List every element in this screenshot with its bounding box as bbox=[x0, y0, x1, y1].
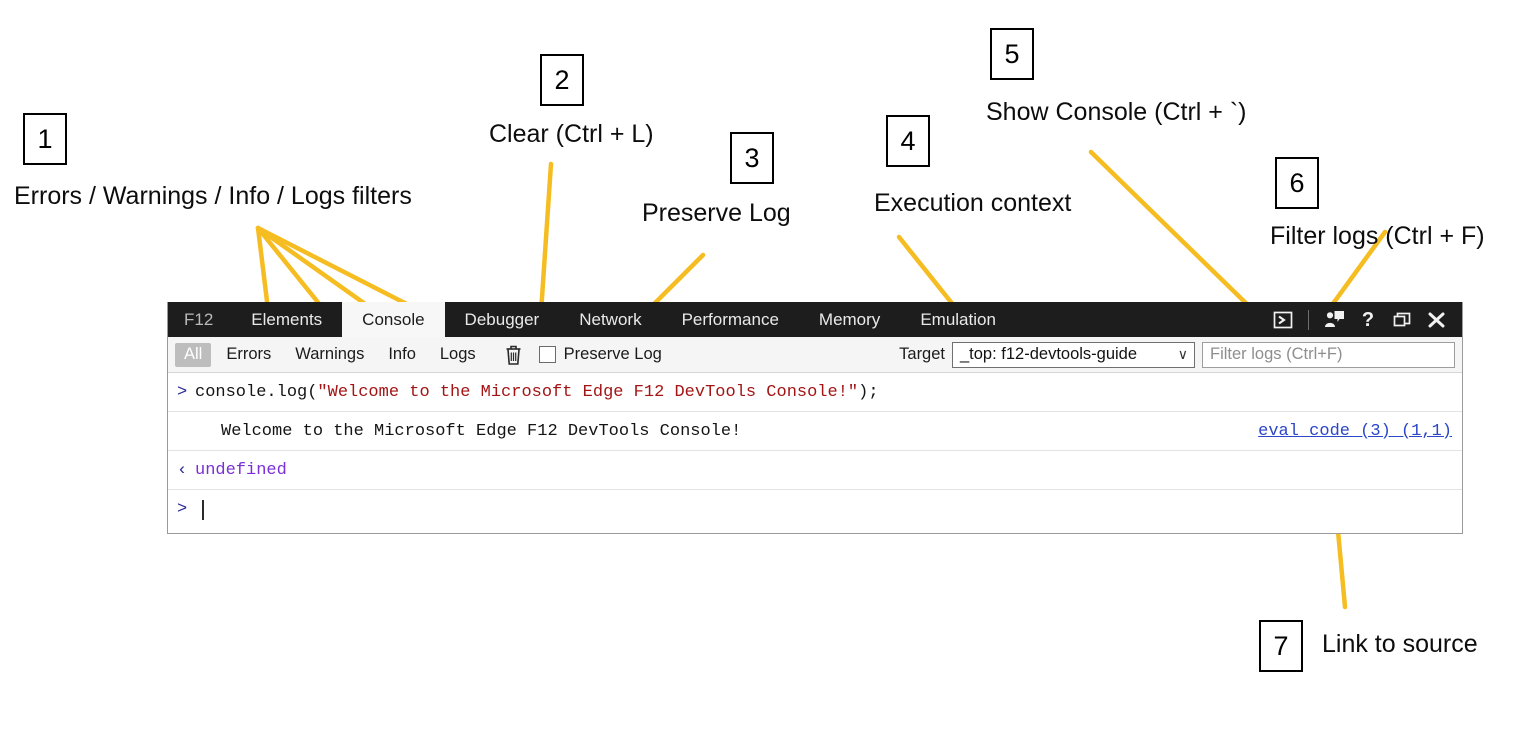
console-code-string: "Welcome to the Microsoft Edge F12 DevTo… bbox=[317, 382, 859, 402]
tab-elements-label: Elements bbox=[251, 309, 323, 329]
console-code-call: console.log( bbox=[195, 382, 318, 402]
filter-button-errors[interactable]: Errors bbox=[217, 343, 280, 367]
filter-button-info[interactable]: Info bbox=[379, 343, 425, 367]
window-tool-icons: ? bbox=[1267, 302, 1462, 337]
devtools-window: F12 Elements Console Debugger Network Pe… bbox=[167, 302, 1463, 534]
annotation-number-6: 6 bbox=[1275, 157, 1319, 209]
target-label: Target bbox=[899, 345, 945, 363]
annotation-number-5: 5 bbox=[990, 28, 1034, 80]
filter-logs-placeholder: Filter logs (Ctrl+F) bbox=[1210, 345, 1343, 363]
chevron-down-icon: ∨ bbox=[1177, 346, 1188, 362]
annotation-text-5: Show Console (Ctrl + `) bbox=[986, 98, 1247, 126]
preserve-log-checkbox[interactable] bbox=[538, 346, 556, 363]
execution-context-select[interactable]: _top: f12-devtools-guide ∨ bbox=[952, 341, 1195, 368]
filter-info-label: Info bbox=[388, 344, 416, 363]
filter-button-logs[interactable]: Logs bbox=[431, 343, 485, 367]
tab-memory-label: Memory bbox=[818, 309, 881, 329]
annotation-text-7: Link to source bbox=[1322, 630, 1478, 658]
tab-console-label: Console bbox=[362, 309, 425, 329]
annotation-number-3: 3 bbox=[730, 132, 774, 184]
filter-all-label: All bbox=[184, 344, 203, 363]
annotation-text-6: Filter logs (Ctrl + F) bbox=[1270, 222, 1485, 250]
tab-emulation[interactable]: Emulation bbox=[900, 302, 1016, 337]
filter-button-all[interactable]: All bbox=[175, 342, 212, 367]
tab-network-label: Network bbox=[579, 309, 642, 329]
console-prompt-row[interactable]: > bbox=[168, 490, 1462, 529]
callout-line-5 bbox=[1088, 149, 1258, 315]
tab-debugger-label: Debugger bbox=[464, 309, 540, 329]
console-row-message[interactable]: Welcome to the Microsoft Edge F12 DevToo… bbox=[168, 412, 1462, 451]
console-row-input[interactable]: > console.log("Welcome to the Microsoft … bbox=[168, 373, 1462, 412]
source-link[interactable]: eval code (3) (1,1) bbox=[1258, 421, 1452, 441]
f12-brand-label: F12 bbox=[184, 309, 214, 329]
tab-console[interactable]: Console bbox=[342, 302, 445, 337]
prompt-chevron-icon: > bbox=[177, 500, 188, 519]
preserve-log-label[interactable]: Preserve Log bbox=[563, 345, 662, 363]
annotation-text-1: Errors / Warnings / Info / Logs filters bbox=[14, 182, 412, 210]
tabstrip-spacer bbox=[1016, 302, 1267, 337]
annotation-number-7: 7 bbox=[1259, 620, 1303, 672]
filter-button-warnings[interactable]: Warnings bbox=[286, 343, 373, 367]
filter-errors-label: Errors bbox=[226, 344, 272, 363]
filter-logs-input[interactable]: Filter logs (Ctrl+F) bbox=[1202, 341, 1455, 368]
output-chevron-icon: ‹ bbox=[177, 460, 188, 480]
tab-debugger[interactable]: Debugger bbox=[445, 302, 560, 337]
console-output[interactable]: > console.log("Welcome to the Microsoft … bbox=[168, 373, 1462, 529]
show-console-icon[interactable] bbox=[1267, 303, 1299, 336]
toolbar-separator bbox=[1308, 309, 1309, 330]
annotation-number-4: 4 bbox=[886, 115, 930, 167]
annotation-text-3: Preserve Log bbox=[642, 199, 791, 227]
execution-context-value: _top: f12-devtools-guide bbox=[960, 345, 1138, 363]
annotation-number-2: 2 bbox=[540, 54, 584, 106]
undock-icon[interactable] bbox=[1386, 303, 1418, 336]
console-result-value: undefined bbox=[195, 460, 287, 480]
console-toolbar: All Errors Warnings Info Logs bbox=[168, 337, 1462, 373]
annotation-number-1: 1 bbox=[23, 113, 67, 165]
tab-performance[interactable]: Performance bbox=[662, 302, 799, 337]
tab-memory[interactable]: Memory bbox=[799, 302, 900, 337]
text-caret bbox=[202, 499, 204, 520]
devtools-tabstrip: F12 Elements Console Debugger Network Pe… bbox=[168, 302, 1462, 337]
tab-emulation-label: Emulation bbox=[920, 309, 996, 329]
filter-warnings-label: Warnings bbox=[295, 344, 365, 363]
tab-network[interactable]: Network bbox=[559, 302, 661, 337]
help-icon[interactable]: ? bbox=[1361, 308, 1375, 331]
feedback-icon[interactable] bbox=[1318, 303, 1350, 336]
filter-logs-label: Logs bbox=[439, 344, 476, 363]
trash-icon[interactable] bbox=[499, 342, 529, 368]
input-chevron-icon: > bbox=[177, 382, 188, 402]
console-code-tail: ); bbox=[858, 382, 879, 402]
tab-performance-label: Performance bbox=[681, 309, 779, 329]
console-message-text: Welcome to the Microsoft Edge F12 DevToo… bbox=[221, 421, 742, 441]
tab-elements[interactable]: Elements bbox=[231, 302, 342, 337]
console-row-result[interactable]: ‹ undefined bbox=[168, 451, 1462, 490]
annotation-text-4: Execution context bbox=[874, 189, 1072, 217]
close-icon[interactable] bbox=[1420, 303, 1452, 336]
annotation-text-2: Clear (Ctrl + L) bbox=[489, 120, 654, 148]
